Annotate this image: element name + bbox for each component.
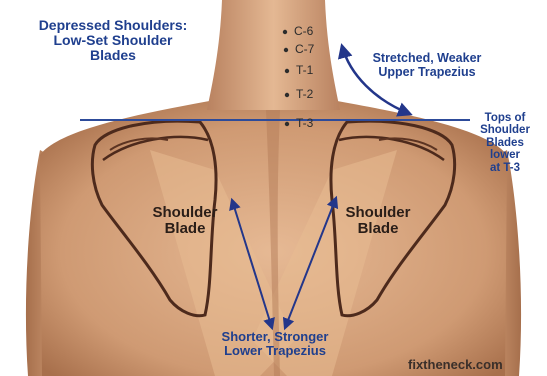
vertebra-label-t2: T-2 xyxy=(296,87,313,101)
vertebra-dot-c6 xyxy=(283,30,287,34)
vertebra-dot-t3 xyxy=(285,122,289,126)
vertebra-dot-c7 xyxy=(284,48,288,52)
vertebra-label-c6: C-6 xyxy=(294,24,313,38)
vertebra-dot-t2 xyxy=(285,93,289,97)
upper-trapezius-label: Stretched, Weaker Upper Trapezius xyxy=(352,52,502,79)
lower-trapezius-label: Shorter, Stronger Lower Trapezius xyxy=(200,330,350,358)
watermark-text: fixtheneck.com xyxy=(408,357,503,372)
vertebra-label-t1: T-1 xyxy=(296,63,313,77)
vertebra-dot-t1 xyxy=(285,69,289,73)
vertebra-label-t3: T-3 xyxy=(296,116,313,130)
left-shoulder-blade-label: Shoulder Blade xyxy=(140,205,230,237)
shoulder-blade-tops-label: Tops of Shoulder Blades lower at T-3 xyxy=(472,112,538,174)
depressed-shoulders-label: Depressed Shoulders: Low-Set Shoulder Bl… xyxy=(28,18,198,63)
vertebra-label-c7: C-7 xyxy=(295,42,314,56)
neck xyxy=(207,0,340,110)
right-shoulder-blade-label: Shoulder Blade xyxy=(333,205,423,237)
